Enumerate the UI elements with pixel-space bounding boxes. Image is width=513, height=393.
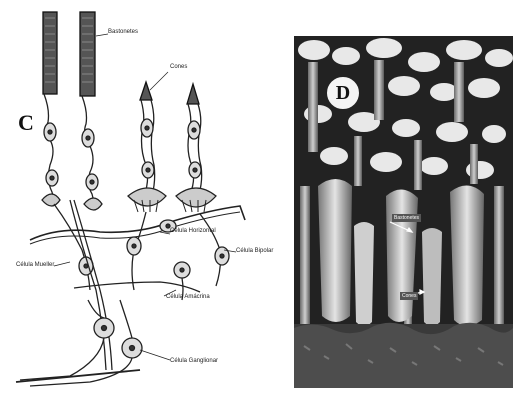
micrograph-cones [318, 179, 484, 326]
horizontal-cell-label: Célula Horizontal [170, 228, 216, 234]
synaptic-terminals [42, 188, 216, 212]
rod-cell-1 [43, 12, 58, 200]
panel-letter-c: C [18, 110, 34, 136]
amacrine-cell-label: Célula Amácrina [166, 294, 210, 300]
mueller-cell-label: Célula Mueller [16, 262, 54, 268]
panel-c-retina-drawing: C Bastonetes Cones Célula Horizontal Cél… [0, 0, 290, 388]
ganglion-cell-label: Célula Ganglionar [170, 358, 218, 364]
cones-label: Cones [170, 64, 187, 70]
bipolar-cells [54, 204, 229, 290]
cone-cell-2 [187, 84, 202, 194]
panel-letter-d: D [325, 75, 361, 111]
micrograph-rods-label: Bastonetes [392, 214, 421, 222]
rod-cell-2 [80, 12, 98, 202]
micrograph-cones-label: Cones [400, 292, 418, 300]
outer-limiting-layer [294, 323, 513, 388]
bipolar-cell-label: Célula Bipolar [236, 248, 273, 254]
retina-cell-diagram [0, 0, 290, 388]
panel-d-micrograph: D Bastonetes Cones [294, 36, 513, 388]
rods-label: Bastonetes [108, 29, 138, 35]
cone-cell-1 [140, 82, 155, 196]
ganglion-cells [16, 300, 142, 386]
